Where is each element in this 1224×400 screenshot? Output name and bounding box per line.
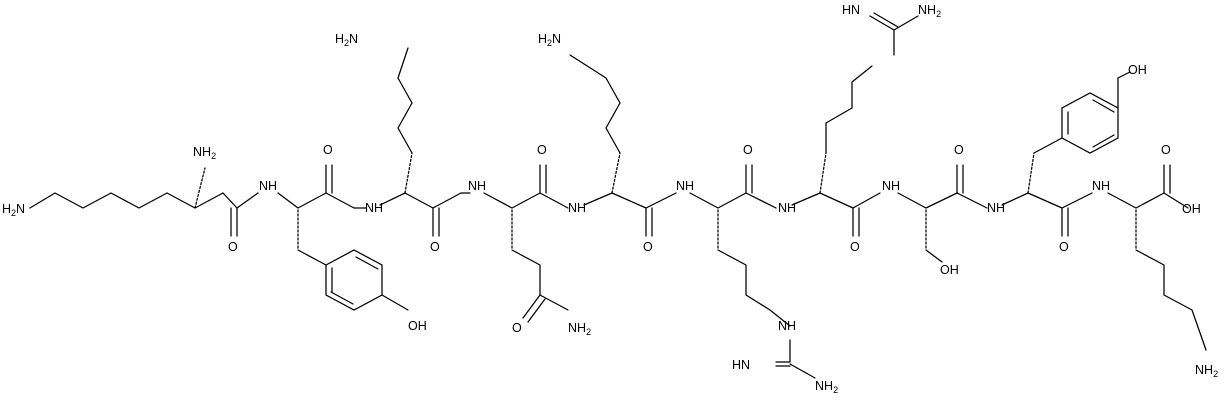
lys10-n-ca bbox=[1107, 192, 1137, 209]
ser8-oh-bond bbox=[925, 249, 943, 263]
arg7-chain bbox=[825, 65, 873, 154]
tyr9-ring-db2 bbox=[1092, 99, 1115, 113]
label-nh4: NH bbox=[568, 201, 586, 215]
c10-oh-bond bbox=[1163, 192, 1189, 209]
arg6-n-ca bbox=[689, 192, 719, 209]
ser8-n-ca bbox=[897, 192, 927, 209]
label-o-gln: O bbox=[512, 321, 522, 335]
label-nh-guan-arg6: NH bbox=[778, 319, 796, 333]
lys5-n-ca bbox=[583, 192, 613, 206]
arg6-ca-c bbox=[717, 192, 747, 209]
arg6-nh2-bond bbox=[789, 363, 816, 379]
lys10-chain bbox=[1135, 249, 1207, 351]
lys3-cb-stereo bbox=[404, 152, 413, 194]
tyr2-n-ca bbox=[277, 192, 299, 209]
label-o1: O bbox=[228, 240, 238, 254]
label-nh3: NH bbox=[468, 179, 486, 193]
tyr2-ring bbox=[325, 249, 383, 311]
gln4-co-double bbox=[527, 298, 546, 323]
arg7-eq bbox=[869, 15, 895, 31]
label-o8: O bbox=[954, 143, 964, 157]
label-h2n-lys4: H2N bbox=[538, 32, 561, 48]
lys10-ca-c bbox=[1135, 192, 1165, 209]
lys5-ca-c bbox=[611, 192, 647, 209]
c9-n-bond bbox=[1061, 192, 1093, 209]
label-nh5: NH bbox=[676, 179, 694, 193]
lys5-chain bbox=[569, 54, 621, 154]
label-o10: O bbox=[1161, 143, 1171, 157]
backbone-bonds bbox=[29, 164, 1189, 237]
tyr2-ca-c bbox=[297, 192, 327, 209]
label-o2: O bbox=[323, 143, 333, 157]
label-h2n-lys2: H2N bbox=[335, 32, 358, 48]
label-oh-tyr1: OH bbox=[408, 319, 427, 333]
label-nh2-arg6: NH2 bbox=[815, 379, 838, 395]
label-o9: O bbox=[1059, 240, 1069, 254]
tyr9-ring bbox=[1061, 92, 1119, 154]
arg6-chain bbox=[717, 249, 791, 327]
tyr9-ring-db3 bbox=[1092, 134, 1115, 148]
tyr2-cb-cg bbox=[297, 249, 327, 266]
c5-n-bond bbox=[645, 192, 677, 209]
gln4-chain bbox=[511, 249, 541, 296]
label-o6: O bbox=[743, 143, 753, 157]
label-nh9: NH bbox=[1092, 179, 1110, 193]
label-nh2-arg7: NH2 bbox=[918, 3, 941, 19]
tyr2-oh-bond bbox=[381, 294, 409, 311]
tyr2-ring-db1 bbox=[355, 256, 379, 270]
label-oh-acid: OH bbox=[1182, 202, 1201, 216]
label-nh1: NH bbox=[259, 179, 277, 193]
tyr9-n-ca bbox=[1001, 192, 1029, 206]
side-chains bbox=[194, 12, 1207, 379]
gln4-ca-c bbox=[511, 192, 541, 209]
label-o5: O bbox=[643, 240, 653, 254]
label-h2n-left: H2N bbox=[2, 202, 25, 218]
label-o3: O bbox=[430, 240, 440, 254]
label-oh-tyr2: OH bbox=[1128, 63, 1147, 77]
label-hn-arg7: HN bbox=[842, 3, 860, 17]
label-nh8: NH bbox=[987, 201, 1005, 215]
label-nh6: NH bbox=[778, 201, 796, 215]
label-nh7: NH bbox=[882, 179, 900, 193]
lys3-ca-c bbox=[404, 192, 434, 209]
arg7-nh2-bond bbox=[893, 15, 919, 31]
lys3-chain bbox=[397, 47, 413, 154]
gln4-co bbox=[522, 294, 541, 319]
c2-chain bbox=[325, 192, 355, 209]
label-o7: O bbox=[850, 240, 860, 254]
label-nh2-lys10: NH2 bbox=[1195, 363, 1218, 379]
c1-chain bbox=[222, 192, 238, 209]
c8-n-bond bbox=[956, 192, 988, 209]
c7-n-bond bbox=[852, 192, 881, 209]
label-oh-ser: OH bbox=[940, 263, 959, 277]
atom-labels: H2N NH2 O NH O NH OH H2N O NH O O NH2 NH… bbox=[2, 3, 1218, 395]
label-nh2-k1: NH2 bbox=[193, 145, 216, 161]
c6-n-bond bbox=[745, 192, 777, 209]
label-nh2: NH bbox=[365, 201, 383, 215]
tyr9-oh-bond bbox=[1117, 71, 1131, 79]
label-hn-arg6: HN bbox=[732, 358, 750, 372]
gln4-n-ca bbox=[483, 192, 513, 209]
ser8-ca-c bbox=[925, 192, 958, 209]
arg7-ca-c bbox=[819, 192, 854, 209]
c3-n-bond bbox=[432, 192, 462, 209]
arg7-cb-stereo bbox=[819, 152, 827, 194]
gln4-cn bbox=[539, 294, 569, 311]
arg7-n-ca bbox=[791, 192, 821, 206]
c1-n-bond bbox=[236, 192, 259, 209]
lys1-nh2-stereo bbox=[194, 167, 206, 209]
tyr9-cb-stereo bbox=[1027, 152, 1035, 194]
c4-n-bond bbox=[539, 192, 569, 209]
tyr2-ring-db2 bbox=[330, 291, 354, 305]
label-o4: O bbox=[537, 143, 547, 157]
arg7-eq-double bbox=[873, 12, 899, 28]
lys1-side-chain bbox=[29, 192, 168, 209]
lys3-n-ca bbox=[379, 192, 406, 206]
tyr9-cb-cg bbox=[1033, 137, 1063, 154]
tyr9-ca-c bbox=[1027, 192, 1063, 209]
lys5-cb-stereo bbox=[611, 152, 621, 194]
label-nh2-gln: NH2 bbox=[568, 321, 591, 337]
